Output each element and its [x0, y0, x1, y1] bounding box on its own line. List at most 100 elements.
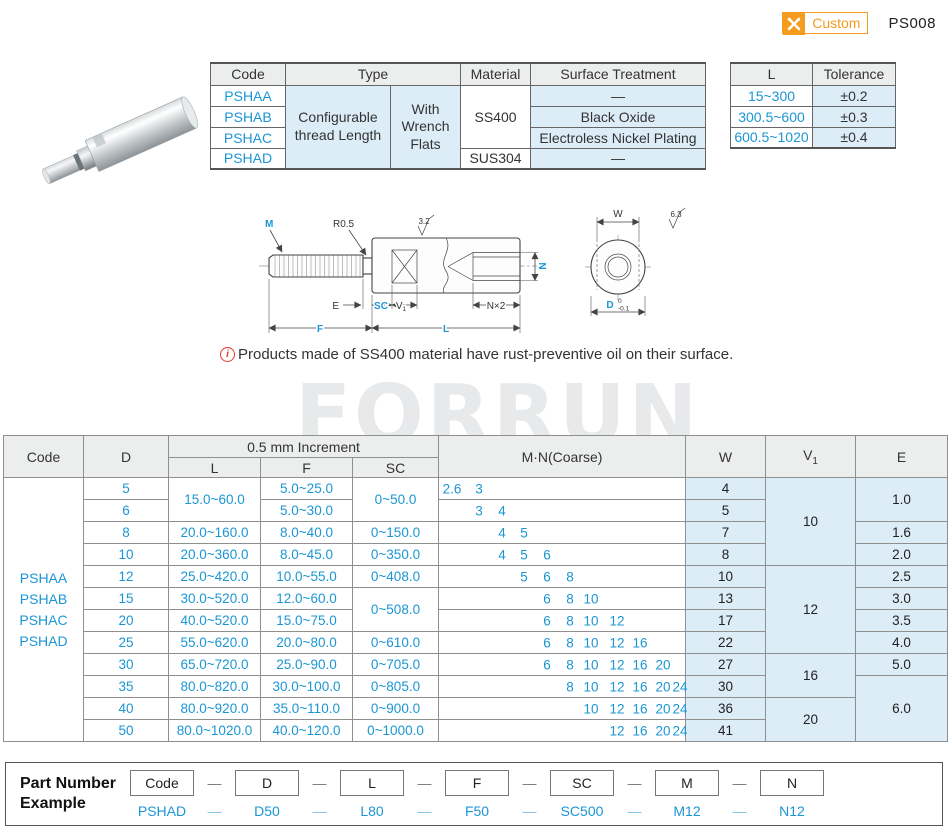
pn-column-code: Code PSHAD	[130, 769, 194, 819]
pn-column-n: N N12	[760, 769, 824, 819]
pn-example-value: PSHAD	[137, 802, 187, 819]
part-number-label: Part Number Example	[20, 775, 117, 812]
header-increment: 0.5 mm Increment	[167, 435, 440, 458]
mn-value: 12	[609, 613, 625, 628]
cell-w: 41	[685, 719, 767, 742]
mn-value: 12	[609, 723, 625, 738]
cell-sc: 0~50.0	[351, 477, 440, 522]
pn-example-value: L80	[360, 802, 384, 819]
cell-w: 27	[685, 653, 767, 676]
cell-w: 7	[685, 521, 767, 544]
pn-example-value: N12	[779, 802, 805, 819]
cell-d: 25	[83, 631, 169, 654]
spec-row: PSHAB Black Oxide	[210, 105, 707, 128]
mn-value: 24	[672, 723, 688, 738]
header-l: L	[168, 457, 261, 478]
pn-field-box: M	[655, 769, 719, 796]
top-bar: Custom PS008	[782, 12, 936, 35]
code-value: PSHAC	[19, 611, 68, 628]
mn-value: 16	[632, 723, 648, 738]
dim-d-tol-upper: 0	[618, 298, 622, 305]
pn-field-box: L	[340, 769, 404, 796]
cell-l: 20.0~160.0	[168, 521, 261, 544]
cell-sc: 0~1000.0	[351, 719, 440, 742]
cell-w: 10	[685, 565, 767, 588]
cell-f: 40.0~120.0	[260, 719, 353, 742]
mn-value: 5	[520, 569, 528, 584]
dim-sc-label: SC	[374, 301, 388, 312]
cell-d: 30	[83, 653, 169, 676]
mn-value: 10	[583, 613, 599, 628]
code-value: PSHAD	[19, 632, 68, 649]
pn-example-value: F50	[464, 802, 490, 819]
crossed-tools-icon	[783, 13, 806, 35]
pn-column-m: M M12	[655, 769, 719, 819]
product-photo	[30, 58, 205, 193]
cell-d: 50	[83, 719, 169, 742]
mn-value: 8	[566, 613, 574, 628]
pn-separator: ——	[417, 774, 432, 819]
cell-l: 55.0~620.0	[168, 631, 261, 654]
mn-value: 4	[498, 547, 506, 562]
pn-field-box: D	[235, 769, 299, 796]
cell-w: 30	[685, 675, 767, 698]
mn-value: 20	[655, 701, 671, 716]
cell-w: 4	[685, 477, 767, 500]
mn-value: 8	[566, 679, 574, 694]
mn-value: 5	[520, 547, 528, 562]
header-code: Code	[3, 435, 84, 478]
cell-f: 10.0~55.0	[260, 565, 353, 588]
tolerance-header-l: L	[730, 62, 813, 86]
cell-f: 5.0~25.0	[260, 477, 353, 500]
pn-example-value: SC500	[560, 802, 604, 819]
pn-field-box: Code	[130, 769, 194, 796]
tolerance-l: 600.5~1020	[730, 126, 813, 149]
cell-l: 80.0~920.0	[168, 697, 261, 720]
cell-f: 8.0~40.0	[260, 521, 353, 544]
dim-r-label: R0.5	[333, 219, 355, 230]
mn-value: 12	[609, 657, 625, 672]
cell-l: 65.0~720.0	[168, 653, 261, 676]
cell-f: 25.0~90.0	[260, 653, 353, 676]
spec-material: SS400	[460, 84, 532, 149]
cell-l: 80.0~1020.0	[168, 719, 261, 742]
mn-value: 4	[498, 525, 506, 540]
header-w: W	[685, 435, 767, 478]
mn-value: 8	[566, 569, 574, 584]
spec-header-surface: Surface Treatment	[530, 62, 707, 86]
tolerance-row: 600.5~1020 ±0.4	[730, 126, 896, 149]
cell-sc: 0~150.0	[351, 521, 440, 544]
tolerance-value: ±0.4	[812, 126, 896, 149]
custom-badge[interactable]: Custom	[782, 12, 869, 35]
mn-value: 8	[566, 657, 574, 672]
cell-d: 40	[83, 697, 169, 720]
spec-header-type: Type	[284, 62, 462, 86]
tolerance-value: ±0.3	[812, 105, 896, 128]
part-number-example: Part Number Example Code PSHAD —— D D50 …	[5, 762, 943, 826]
cell-f: 20.0~80.0	[260, 631, 353, 654]
dim-f-label: F	[317, 324, 323, 335]
cell-sc: 0~805.0	[351, 675, 440, 698]
pn-field-box: SC	[550, 769, 614, 796]
cell-l: 30.0~520.0	[168, 587, 261, 610]
mn-value: 10	[583, 679, 599, 694]
cell-d: 6	[83, 499, 169, 522]
spec-row: PSHAD SUS304 —	[210, 147, 707, 170]
mn-value: 12	[609, 701, 625, 716]
dimension-table: Code D 0.5 mm Increment M·N(Coarse) W V1…	[3, 435, 949, 742]
dim-d-label: D	[606, 300, 613, 311]
mn-value: 8	[566, 591, 574, 606]
cell-w: 5	[685, 499, 767, 522]
dim-w-label: W	[613, 209, 623, 220]
